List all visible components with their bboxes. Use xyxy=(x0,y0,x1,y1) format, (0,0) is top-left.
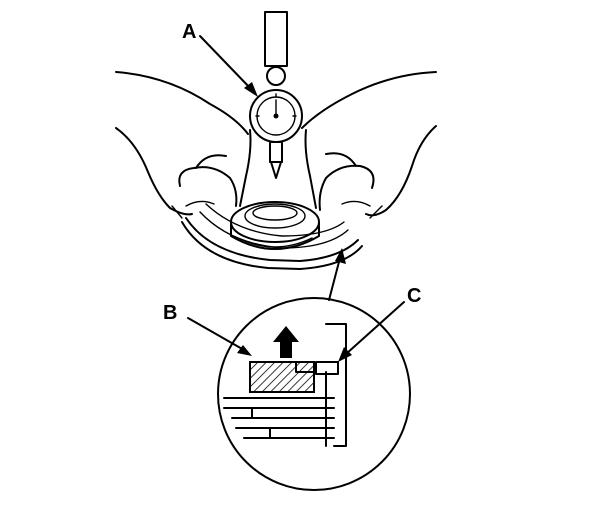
detail-pointer-arrow xyxy=(328,248,346,301)
housing-assembly xyxy=(181,201,363,270)
leader-b xyxy=(187,317,252,356)
callout-b: B xyxy=(163,302,177,324)
leader-c xyxy=(338,301,405,362)
leader-a xyxy=(199,35,258,97)
callout-c: C xyxy=(407,285,421,307)
callout-a: A xyxy=(182,21,196,43)
dial-indicator-icon xyxy=(249,11,303,179)
hand-icon xyxy=(301,71,437,219)
up-arrow-icon xyxy=(273,326,299,358)
detail-view xyxy=(217,297,411,491)
hatched-block-icon xyxy=(249,361,317,393)
hand-icon xyxy=(115,71,252,219)
